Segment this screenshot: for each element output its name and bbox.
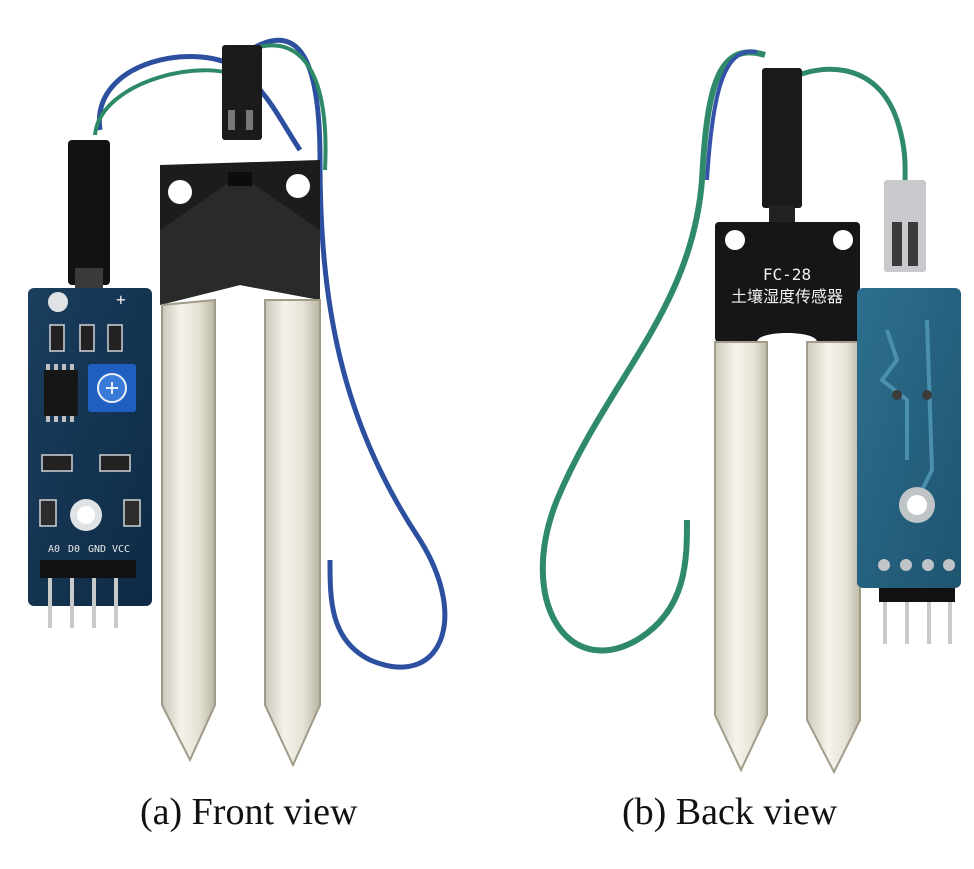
module-connector bbox=[68, 140, 110, 285]
comparator-chip bbox=[44, 370, 78, 416]
probe-connector bbox=[762, 68, 802, 208]
header-pins bbox=[883, 602, 952, 644]
module-plus-label: + bbox=[116, 290, 126, 309]
pin-label-gnd: GND bbox=[88, 544, 106, 555]
back-view-panel: FC-28 土壤湿度传感器 (b) Back view bbox=[487, 0, 974, 869]
caption-front-view: (a) Front view bbox=[140, 791, 358, 833]
probe-prong-right bbox=[264, 299, 321, 768]
probe-prong-left bbox=[161, 298, 216, 763]
module-connector bbox=[884, 180, 926, 272]
probe-prong-left bbox=[714, 341, 768, 773]
blue-wire bbox=[705, 49, 758, 181]
probe-chinese-label: 土壤湿度传感器 bbox=[731, 287, 843, 306]
green-wire bbox=[539, 49, 766, 654]
pin-label-a0: A0 bbox=[48, 544, 60, 555]
header-pins bbox=[48, 578, 118, 628]
probe-prong-right bbox=[806, 341, 861, 775]
back-view-photo: FC-28 土壤湿度传感器 bbox=[539, 49, 961, 775]
pin-label-d0: D0 bbox=[68, 544, 80, 555]
probe-model-label: FC-28 bbox=[763, 265, 811, 284]
front-view-panel: - + A0 D0 GND VCC bbox=[28, 37, 448, 833]
caption-back-view: (b) Back view bbox=[622, 791, 838, 833]
probe-head bbox=[715, 222, 860, 342]
front-view-photo: - + A0 D0 GND VCC bbox=[28, 37, 448, 768]
pin-label-vcc: VCC bbox=[112, 544, 130, 555]
